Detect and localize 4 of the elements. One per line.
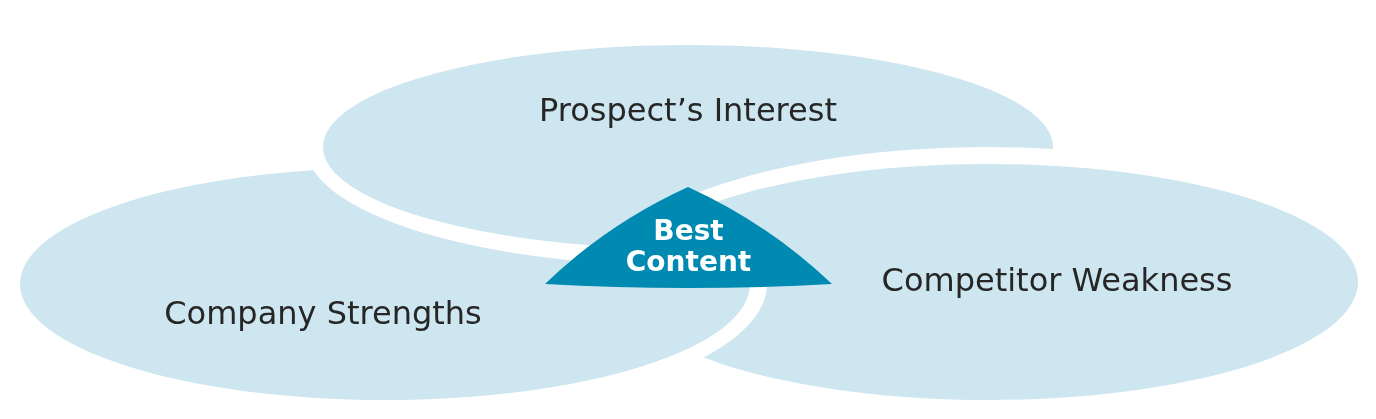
set-label: Prospect’s Interest [539,91,837,129]
set-label: Company Strengths [164,294,482,332]
set-label: Competitor Weakness [881,261,1233,299]
overlap-label: Best Content [624,215,753,277]
